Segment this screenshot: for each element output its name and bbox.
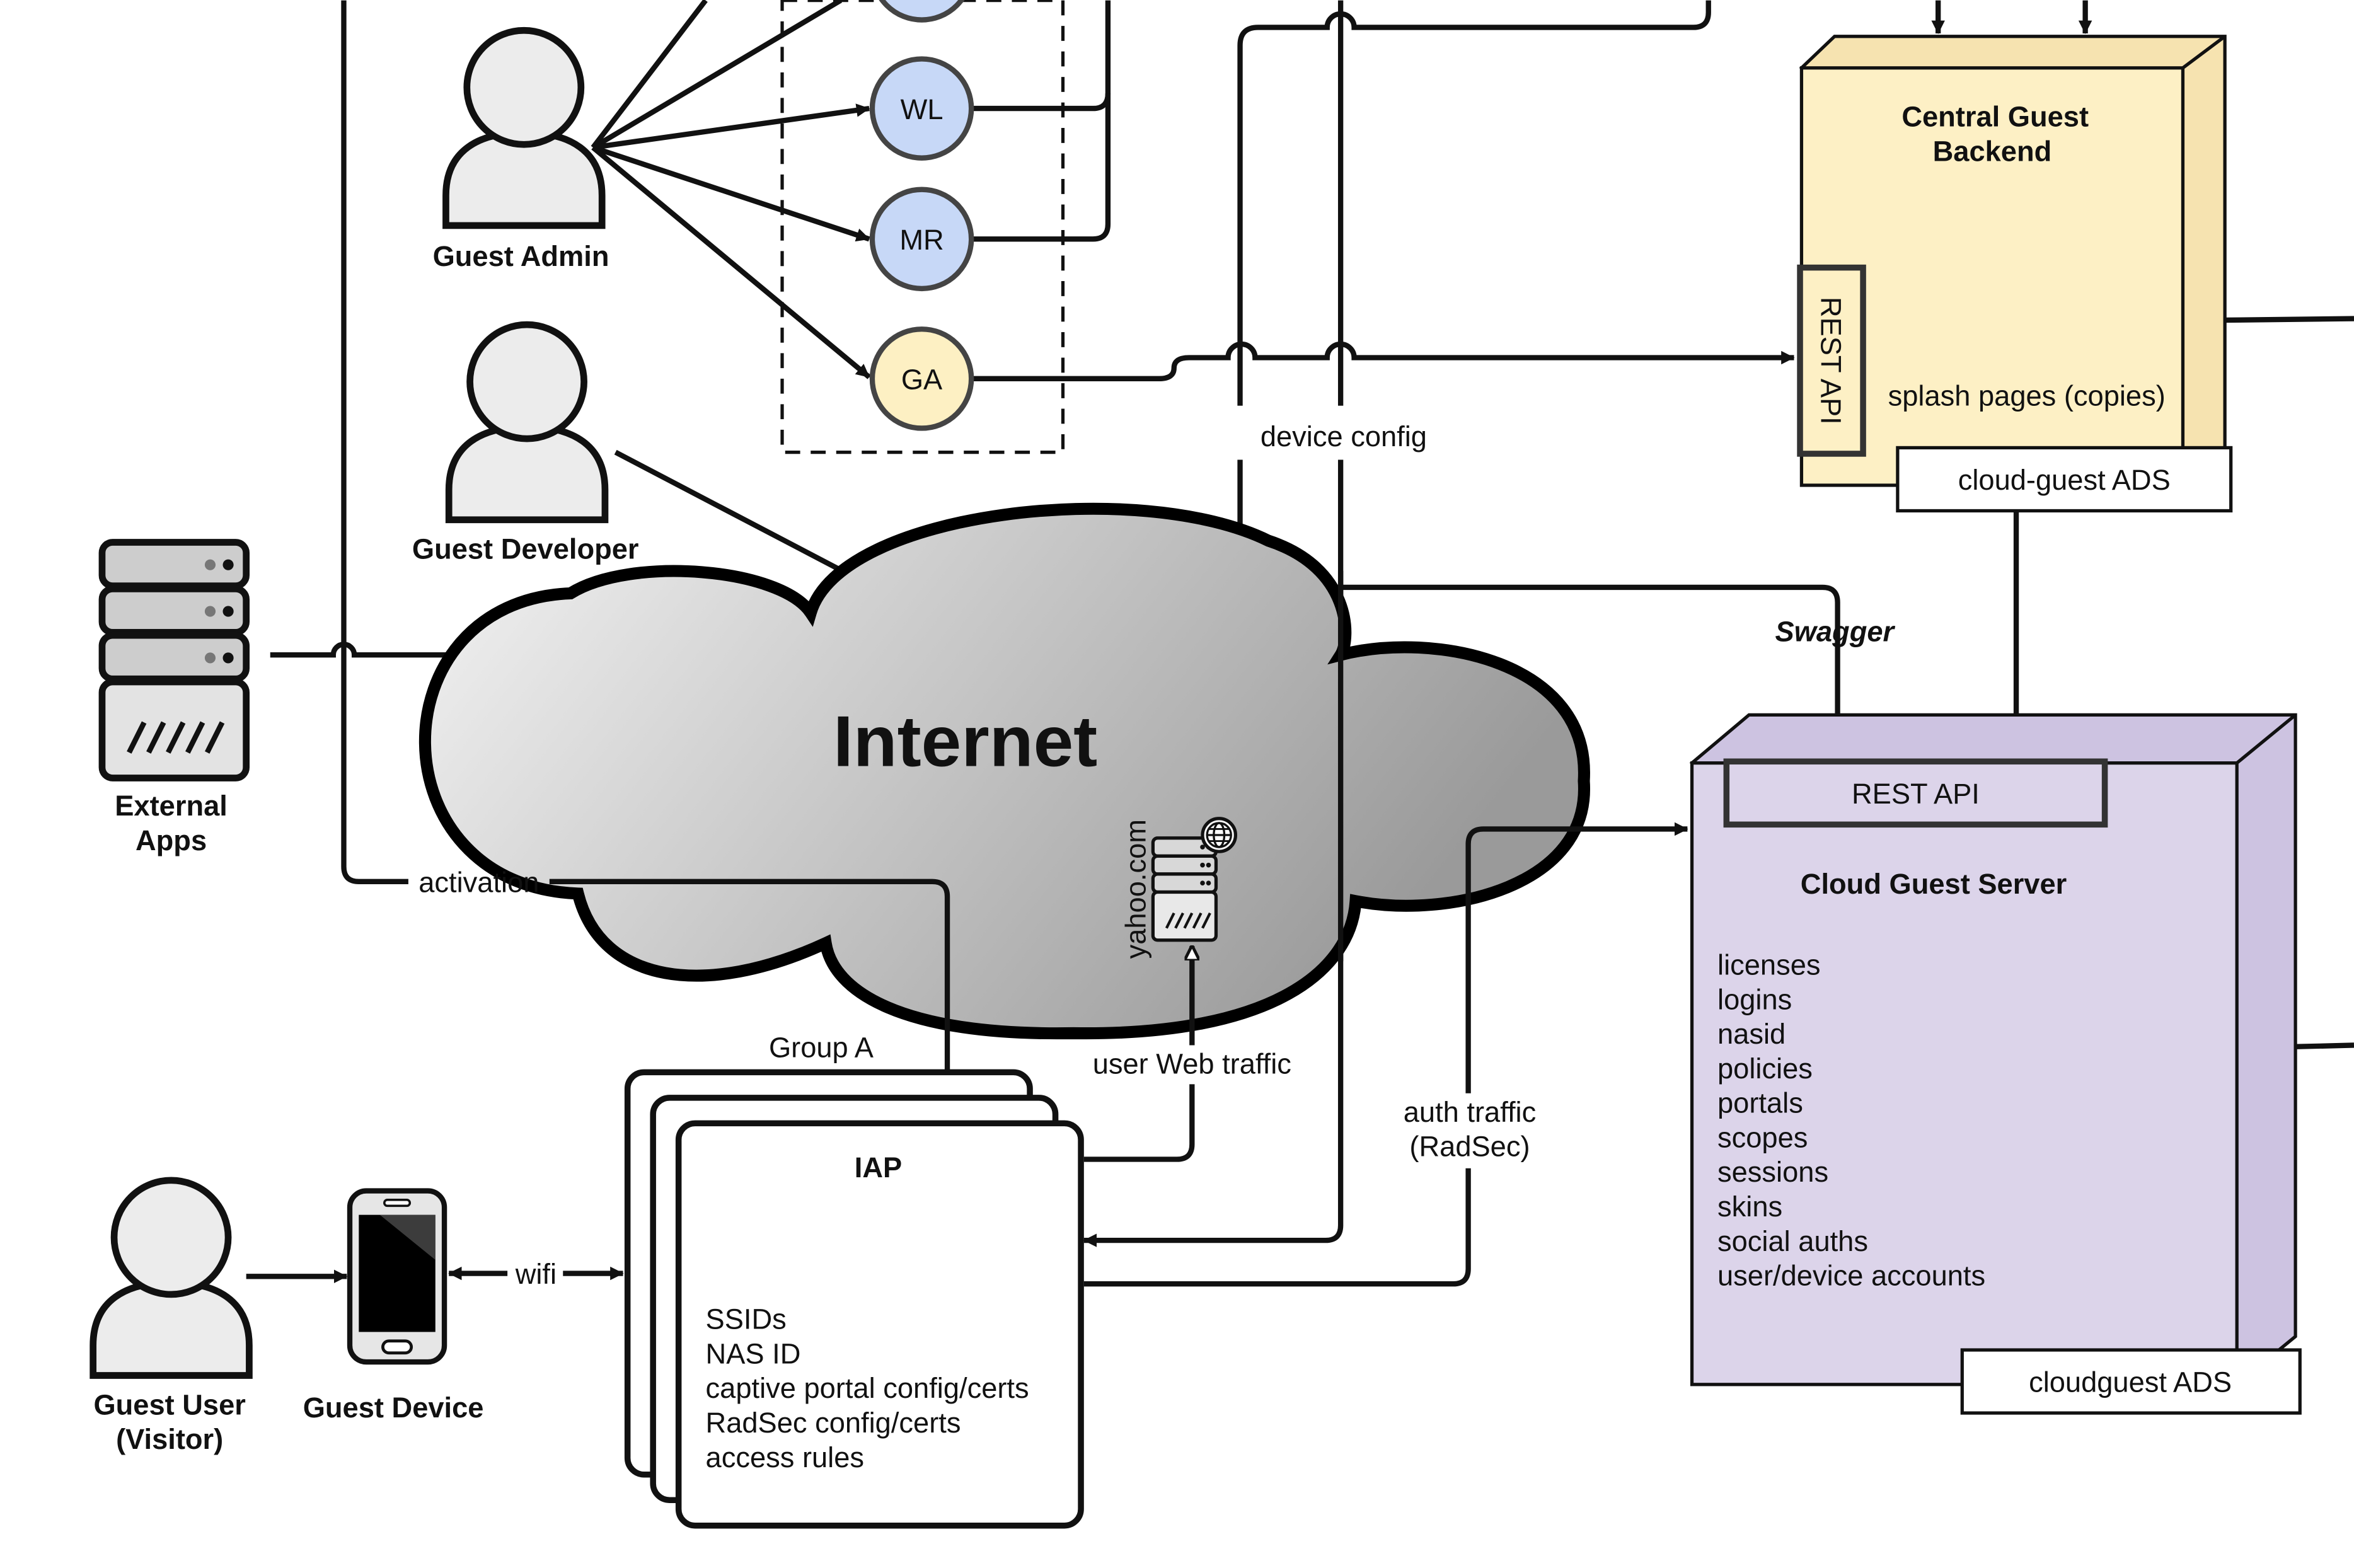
iap-title: IAP — [855, 1151, 902, 1184]
backend-rest-api-box[interactable] — [1797, 264, 1866, 457]
backend-pages-label: splash pages (copies) — [1888, 380, 2166, 412]
server-rest-api-box[interactable] — [1723, 758, 2108, 828]
guest-user-label: Guest User(Visitor) — [93, 1388, 245, 1455]
edge-left-vertical — [341, 0, 408, 884]
server-ads-box — [1960, 1348, 2302, 1415]
wifi-label: wifi — [515, 1258, 557, 1290]
server-item: user/device accounts — [1717, 1260, 1985, 1292]
guest-user-person-icon — [93, 1180, 250, 1376]
node-ga-label: GA — [901, 364, 943, 396]
user-web-traffic-label: user Web traffic — [1093, 1048, 1291, 1080]
backend-ads-box — [1896, 446, 2233, 513]
auth-traffic-label: auth traffic(RadSec) — [1404, 1096, 1536, 1163]
guest-admin-person-icon — [446, 30, 602, 226]
cloud-guest-server[interactable] — [1689, 713, 2297, 1387]
iap-item: SSIDs — [706, 1303, 787, 1335]
device-config-label: device config — [1261, 420, 1427, 453]
internet-label: Internet — [833, 701, 1097, 781]
swagger-label: Swagger — [1775, 616, 1896, 648]
server-item: skins — [1717, 1190, 1782, 1223]
edge-backend-right — [2225, 316, 2354, 323]
activation-label: activation — [418, 867, 539, 899]
node-mr-label: MR — [899, 224, 943, 256]
iap-items: SSIDs NAS ID captive portal config/certs… — [706, 1303, 1037, 1473]
guest-admin-label: Guest Admin — [433, 240, 609, 272]
server-rest-api-label: REST API — [1852, 778, 1980, 810]
node-ga[interactable]: GA — [869, 326, 974, 431]
internet-cloud: Internet — [418, 502, 1590, 1040]
backend-rest-api-label: REST API — [1815, 297, 1847, 425]
edge-top-to-mr — [972, 93, 1111, 242]
node-wl[interactable]: WL — [869, 56, 974, 161]
server-item: licenses — [1717, 949, 1820, 981]
guest-device-label: Guest Device — [303, 1392, 484, 1424]
external-apps-line2: Apps — [136, 824, 207, 856]
guest-user-line1: Guest User — [93, 1388, 245, 1421]
web-server-icon — [1151, 836, 1218, 942]
globe-icon — [1201, 817, 1238, 853]
edge-developer-swagger[interactable] — [614, 449, 1845, 759]
server-ads-label: cloudguest ADS — [2029, 1366, 2232, 1398]
backend-ads-label: cloud-guest ADS — [1958, 464, 2171, 496]
server-item: social auths — [1717, 1225, 1868, 1257]
guest-developer-person-icon — [449, 325, 605, 520]
server-item: scopes — [1717, 1121, 1808, 1153]
auth-traffic-line1: auth traffic — [1404, 1096, 1536, 1128]
server-item: logins — [1717, 983, 1792, 1015]
node-mr[interactable]: MR — [869, 187, 974, 292]
server-rack-icon — [98, 539, 250, 781]
edge-auth-traffic[interactable] — [1083, 829, 1688, 1287]
iap-stack[interactable] — [624, 1069, 1084, 1529]
edge-backend-to-iap[interactable] — [1084, 0, 1344, 1241]
iap-item: RadSec config/certs — [706, 1407, 961, 1439]
server-item: policies — [1717, 1052, 1813, 1085]
edge-ga-to-backend[interactable] — [972, 341, 1795, 382]
edge-server-right — [2293, 1042, 2354, 1050]
edge-device-config-upper — [1237, 0, 1711, 406]
iap-item: NAS ID — [706, 1337, 801, 1369]
guest-user-line2: (Visitor) — [116, 1423, 223, 1455]
backend-title-line2: Backend — [1933, 135, 2052, 167]
guest-developer-label: Guest Developer — [412, 533, 639, 565]
iap-item: captive portal config/certs — [706, 1372, 1029, 1404]
node-top — [879, 0, 965, 23]
admin-fanout — [591, 0, 871, 379]
edge-top-to-wl — [972, 0, 1111, 112]
backend-title-line1: Central Guest — [1901, 101, 2089, 133]
auth-traffic-line2: (RadSec) — [1409, 1131, 1530, 1163]
edge-user-web-traffic — [1083, 946, 1192, 1162]
server-title: Cloud Guest Server — [1801, 868, 2067, 900]
external-apps-line1: External — [115, 790, 228, 822]
smartphone-icon — [347, 1188, 447, 1365]
edge-activation — [549, 879, 950, 1073]
node-wl-label: WL — [901, 93, 943, 125]
iap-group-label: Group A — [769, 1032, 874, 1064]
server-item: nasid — [1717, 1018, 1786, 1050]
server-item: portals — [1717, 1087, 1803, 1119]
yahoo-label: yahoo.com — [1119, 819, 1151, 959]
server-item: sessions — [1717, 1156, 1828, 1188]
server-items: licenses logins nasid policies portals s… — [1717, 949, 1985, 1292]
iap-item: access rules — [706, 1441, 864, 1473]
